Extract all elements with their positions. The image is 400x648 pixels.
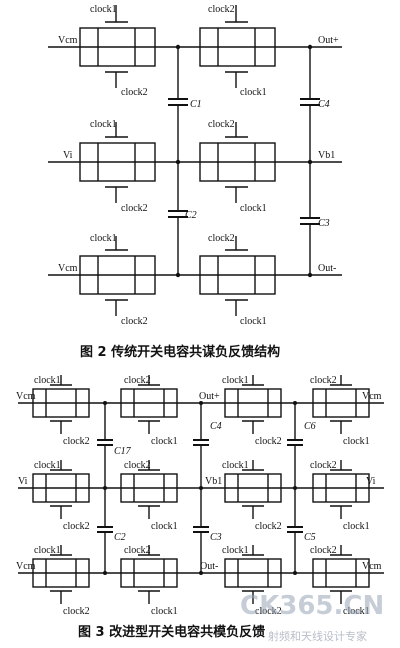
switch-f3-r3-c1 (32, 545, 90, 604)
f3-clock2-label: clock2 (310, 375, 337, 386)
f2-vi-label: Vi (63, 150, 73, 161)
f3-clock1-label: clock1 (343, 521, 370, 532)
switch-f3-r3-c3 (224, 545, 282, 604)
f3-clock2-label: clock2 (63, 436, 90, 447)
f3-c17-label: C17 (114, 446, 132, 457)
switch-f3-r2-c1 (32, 460, 90, 519)
switch-f2-r1-right (199, 5, 276, 88)
f3-clock1-label: clock1 (34, 375, 61, 386)
f3-clock2-label: clock2 (310, 460, 337, 471)
f3-clock2-label: clock2 (124, 545, 151, 556)
f3-clock1-label: clock1 (222, 545, 249, 556)
switch-f2-r1-left (79, 5, 156, 88)
cap-branch-f2-right (300, 44, 320, 278)
f3-c4-label: C4 (210, 421, 222, 432)
watermark: CK365.CN 射频和天线设计专家 (240, 591, 384, 643)
f3-out-minus-label: Out- (200, 561, 218, 572)
switch-f3-r1-c3 (224, 375, 282, 434)
switch-f2-r2-left (79, 122, 156, 203)
f2-out-minus-label: Out- (318, 263, 336, 274)
cap-branch-f3-3 (287, 401, 303, 575)
f2-clock2-label: clock2 (121, 316, 148, 327)
switch-f2-r3-right (199, 236, 276, 316)
f2-clock2-label: clock2 (208, 233, 235, 244)
switch-f3-r1-c4 (312, 375, 370, 434)
f3-clock1-label: clock1 (343, 436, 370, 447)
f2-clock1-label: clock1 (90, 4, 117, 15)
cap-branch-f3-2 (193, 401, 209, 575)
f3-clock2-label: clock2 (63, 606, 90, 617)
f2-clock1-label: clock1 (90, 119, 117, 130)
f2-clock1-label: clock1 (240, 316, 267, 327)
f2-clock1-label: clock1 (240, 87, 267, 98)
f2-c4-label: C4 (318, 99, 330, 110)
f2-vcm-label: Vcm (58, 35, 78, 46)
f2-clock2-label: clock2 (208, 4, 235, 15)
f2-clock2-label: clock2 (208, 119, 235, 130)
f2-c2-label: C2 (185, 210, 197, 221)
switch-f2-r2-right (199, 122, 276, 203)
cap-branch-f3-1 (97, 401, 113, 575)
switch-f3-r1-c2 (120, 375, 178, 434)
f3-clock2-label: clock2 (124, 375, 151, 386)
f3-clock1-label: clock1 (151, 436, 178, 447)
f3-clock2-label: clock2 (255, 521, 282, 532)
figure-2-caption: 图 2 传统开关电容共谋负反馈结构 (80, 344, 280, 360)
f3-clock1-label: clock1 (34, 460, 61, 471)
switch-f3-r2-c4 (312, 460, 370, 519)
figure-3-caption: 图 3 改进型开关电容共模负反馈 (78, 624, 265, 640)
f3-clock1-label: clock1 (343, 606, 370, 617)
f3-vcm-label: Vcm (16, 391, 36, 402)
f2-clock2-label: clock2 (121, 203, 148, 214)
f3-clock1-label: clock1 (222, 375, 249, 386)
f2-vcm-label: Vcm (58, 263, 78, 274)
f3-clock1-label: clock1 (151, 521, 178, 532)
figure-3-schematic: clock1 clock2 clock1 clock2 clock2 clock… (16, 375, 384, 640)
figure-2-schematic: clock1 clock2 clock2 clock1 clock1 clock… (48, 4, 342, 360)
f3-out-plus-label: Out+ (199, 391, 220, 402)
f2-clock2-label: clock2 (121, 87, 148, 98)
f3-clock2-label: clock2 (255, 606, 282, 617)
f2-vb1-label: Vb1 (318, 150, 335, 161)
f3-vi-label: Vi (366, 476, 376, 487)
f3-c3-label: C3 (210, 532, 222, 543)
f3-clock1-label: clock1 (34, 545, 61, 556)
f2-out-plus-label: Out+ (318, 35, 339, 46)
f3-c6-label: C6 (304, 421, 316, 432)
f3-c2-label: C2 (114, 532, 126, 543)
f3-clock1-label: clock1 (151, 606, 178, 617)
f2-c1-label: C1 (190, 99, 202, 110)
f3-clock2-label: clock2 (310, 545, 337, 556)
f3-clock1-label: clock1 (222, 460, 249, 471)
f2-clock1-label: clock1 (240, 203, 267, 214)
switch-f3-r3-c4 (312, 545, 370, 604)
f3-clock2-label: clock2 (124, 460, 151, 471)
cap-branch-f2-left (168, 44, 188, 278)
watermark-logo: CK365.CN (240, 591, 384, 621)
f3-vcm-label: Vcm (16, 561, 36, 572)
f3-vi-label: Vi (18, 476, 28, 487)
switch-f3-r2-c3 (224, 460, 282, 519)
f3-c5-label: C5 (304, 532, 316, 543)
f3-clock2-label: clock2 (63, 521, 90, 532)
switch-f3-r2-c2 (120, 460, 178, 519)
f3-vb1-label: Vb1 (205, 476, 222, 487)
f2-c3-label: C3 (318, 218, 330, 229)
switch-f3-r1-c1 (32, 375, 90, 434)
switch-f3-r3-c2 (120, 545, 178, 604)
f3-clock2-label: clock2 (255, 436, 282, 447)
f3-vcm-label: Vcm (362, 391, 382, 402)
switch-f2-r3-left (79, 236, 156, 316)
f3-vcm-label: Vcm (362, 561, 382, 572)
watermark-tagline: 射频和天线设计专家 (268, 629, 367, 643)
f2-clock1-label: clock1 (90, 233, 117, 244)
